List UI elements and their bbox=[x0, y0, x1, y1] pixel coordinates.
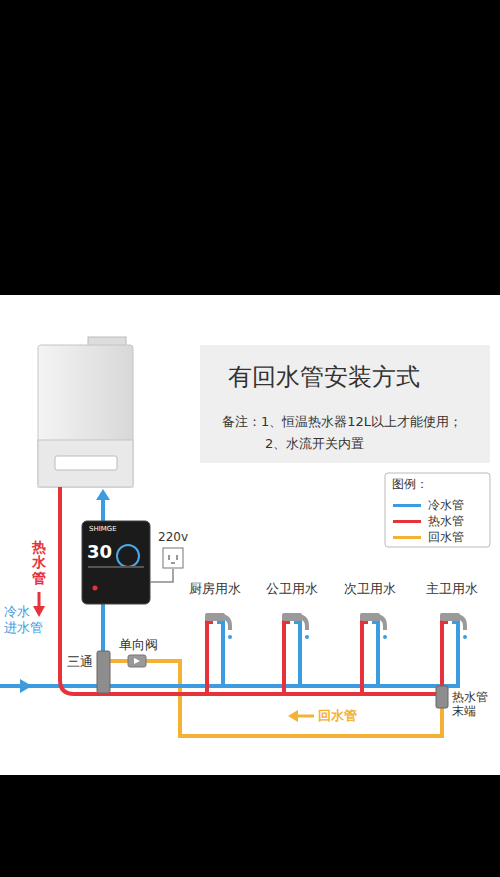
check-valve-mark bbox=[134, 658, 140, 664]
fixture-label: 次卫用水 bbox=[344, 581, 396, 597]
return-arrow-head bbox=[288, 710, 298, 722]
legend-swatch bbox=[393, 520, 421, 523]
flow-arrow-up bbox=[96, 489, 110, 500]
hot-end-fitting bbox=[436, 686, 448, 708]
part-label: 三通 bbox=[67, 654, 93, 670]
part-label: 热水管 末端 bbox=[452, 690, 494, 719]
hot-arrow-head bbox=[33, 606, 45, 617]
power-socket bbox=[163, 548, 183, 568]
pump-display-rule bbox=[88, 566, 144, 568]
legend-text: 冷水管 bbox=[428, 497, 464, 514]
legend-swatch bbox=[393, 536, 421, 539]
hot-main-pipe bbox=[60, 487, 440, 694]
pipe-label: 冷水 进水管 bbox=[4, 604, 46, 635]
legend-text: 热水管 bbox=[428, 513, 464, 530]
heater-panel bbox=[38, 440, 133, 487]
legend-box bbox=[385, 473, 490, 547]
pump-display-ring bbox=[117, 545, 139, 567]
water-heater bbox=[38, 345, 133, 487]
power-cord bbox=[150, 569, 173, 582]
hot-arrow-shaft bbox=[38, 592, 41, 608]
return-arrow-shaft bbox=[296, 715, 314, 718]
note-panel: 有回水管安装方式备注：1、恒温热水器12L以上才能使用； 2、水流开关内置 bbox=[200, 345, 490, 463]
legend-swatch bbox=[393, 504, 421, 507]
inlet-arrow-head bbox=[20, 679, 32, 693]
check-valve bbox=[128, 655, 146, 667]
diagram-title: 有回水管安装方式 bbox=[228, 361, 420, 393]
part-label: 单向阀 bbox=[119, 637, 158, 653]
fixture-label: 厨房用水 bbox=[189, 581, 241, 597]
cold-main-pipe bbox=[0, 684, 460, 688]
white-panel bbox=[0, 295, 500, 775]
pump-indicator bbox=[93, 586, 98, 591]
fixture-pipes bbox=[207, 622, 458, 694]
fixture-label: 公卫用水 bbox=[266, 581, 318, 597]
pipe-label: 回水管 bbox=[318, 708, 357, 724]
socket-holes bbox=[169, 555, 177, 563]
tee-fitting bbox=[97, 651, 110, 693]
fixture-label: 主卫用水 bbox=[426, 581, 478, 597]
legend-text: 回水管 bbox=[428, 529, 464, 546]
display-reading: 30 bbox=[87, 541, 112, 563]
legend-heading: 图例： bbox=[392, 477, 428, 491]
inlet-arrow-shaft bbox=[4, 684, 22, 688]
circulation-pump bbox=[82, 521, 150, 604]
pipe-label: 热水管 bbox=[32, 540, 46, 586]
note-text: 2、水流开关内置 bbox=[265, 435, 364, 453]
return-pipe bbox=[108, 661, 442, 736]
note-text: 备注：1、恒温热水器12L以上才能使用； bbox=[222, 413, 462, 431]
heater-window bbox=[55, 456, 117, 470]
brand-label: SHIMGE bbox=[89, 525, 117, 533]
faucets bbox=[205, 613, 467, 639]
voltage-label: 220v bbox=[158, 530, 188, 544]
